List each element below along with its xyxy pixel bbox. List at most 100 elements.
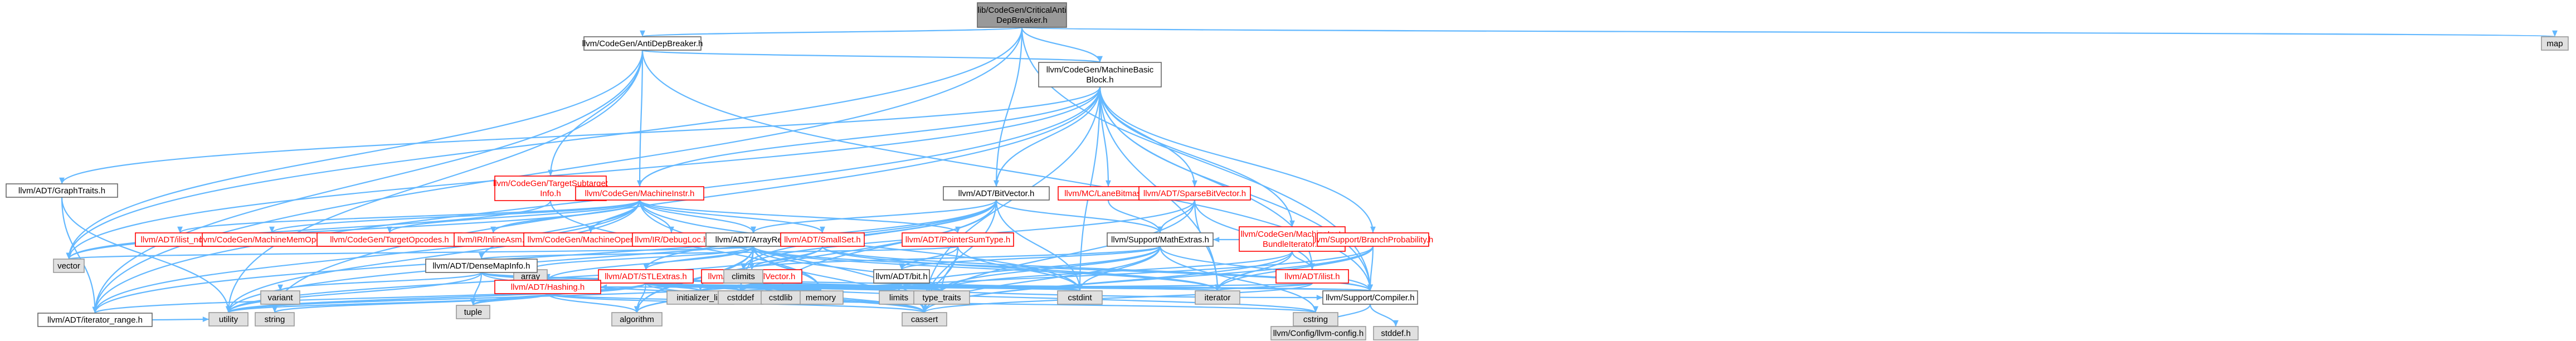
edge-compiler-to-stddef <box>1369 304 1397 327</box>
node-box <box>425 259 538 273</box>
edge-arrayref-to-stlextras <box>645 246 754 270</box>
node-label: llvm/ADT/ArrayRef.h <box>715 235 792 245</box>
node-label: Info.h <box>540 189 561 198</box>
node-box <box>798 290 844 305</box>
edge-antidep-to-mbb <box>641 49 1101 64</box>
edge-mi-to-tgtopcodes <box>388 199 641 233</box>
node-branchprob[interactable]: llvm/Support/BranchProbability.h <box>1313 232 1434 247</box>
node-box <box>583 36 702 51</box>
node-variant: variant <box>260 290 300 305</box>
node-label: llvm/CodeGen/MachineMemOperand.h <box>199 235 344 245</box>
node-box <box>913 290 970 305</box>
node-config: llvm/Config/llvm-config.h <box>1270 326 1366 340</box>
node-algorithm: algorithm <box>611 312 663 327</box>
node-label: llvm/Support/MathExtras.h <box>1111 235 1209 245</box>
node-label: cstring <box>1303 315 1328 324</box>
node-box <box>494 280 601 294</box>
node-label: llvm/ADT/DenseMapInfo.h <box>432 261 530 271</box>
node-label: llvm/CodeGen/MachineBasic <box>1046 65 1154 75</box>
node-mi[interactable]: llvm/CodeGen/MachineInstr.h <box>575 186 704 201</box>
node-antidep[interactable]: llvm/CodeGen/AntiDepBreaker.h <box>582 36 703 51</box>
node-label: stddef.h <box>1381 329 1410 338</box>
node-label: tuple <box>464 308 483 317</box>
edge-arrowhead <box>277 284 283 291</box>
edge-mi-to-arrayref <box>639 199 754 233</box>
edge-arrowhead <box>751 226 756 233</box>
node-hashing[interactable]: llvm/ADT/Hashing.h <box>494 280 601 294</box>
node-label: cstdlib <box>769 293 793 303</box>
node-label: initializer_list <box>676 293 724 303</box>
node-smallset[interactable]: llvm/ADT/SmallSet.h <box>780 232 865 247</box>
node-stlextras[interactable]: llvm/ADT/STLExtras.h <box>598 269 694 284</box>
edge-antidep-to-iterrange <box>94 50 644 314</box>
node-label: map <box>2546 39 2563 48</box>
node-inlineasm[interactable]: llvm/IR/InlineAsm.h <box>454 232 533 247</box>
edge-pst-to-bit <box>900 246 959 270</box>
edge-pst-to-densemapinfo <box>480 245 959 260</box>
edge-branchprob-to-compiler <box>1369 246 1374 291</box>
node-label: llvm/CodeGen/MachineOperand.h <box>528 235 654 245</box>
node-label: climits <box>732 272 755 281</box>
edge-arrowhead <box>1097 56 1103 62</box>
node-mathextras[interactable]: llvm/Support/MathExtras.h <box>1107 232 1214 247</box>
node-label: llvm/ADT/ilist.h <box>1284 272 1340 281</box>
edge-arrowhead <box>226 306 231 313</box>
edge-mbb-to-branchprob <box>1099 86 1374 233</box>
node-sparsebv[interactable]: llvm/ADT/SparseBitVector.h <box>1138 186 1251 201</box>
node-graphtraits[interactable]: llvm/ADT/GraphTraits.h <box>6 183 118 198</box>
edge-mbb-to-mi <box>639 86 1101 187</box>
node-bitvector[interactable]: llvm/ADT/BitVector.h <box>943 186 1050 201</box>
edge-antidep-to-utility <box>227 50 644 313</box>
node-label: array <box>521 272 540 281</box>
node-label: llvm/IR/DebugLoc.h <box>635 235 708 245</box>
edge-arrayref-to-initlist <box>699 246 754 291</box>
edge-arrowhead <box>1393 320 1399 327</box>
node-stddef: stddef.h <box>1373 326 1419 340</box>
edge-arrowhead <box>1215 284 1220 291</box>
edge-root-to-mbb <box>1021 27 1101 63</box>
node-ilist[interactable]: llvm/ADT/ilist.h <box>1275 269 1349 284</box>
node-densemapinfo[interactable]: llvm/ADT/DenseMapInfo.h <box>425 259 538 273</box>
edge-root-to-map <box>1021 26 2556 38</box>
edge-arrowhead <box>1106 180 1111 187</box>
node-box <box>1270 326 1366 340</box>
node-limits: limits <box>879 290 919 305</box>
node-label: llvm/CodeGen/TargetSubtarget <box>493 179 608 188</box>
node-memory: memory <box>798 290 844 305</box>
edge-arrowhead <box>269 226 275 233</box>
node-compiler[interactable]: llvm/Support/Compiler.h <box>1322 290 1418 305</box>
edge-pst-to-cstdint <box>957 246 1081 291</box>
edge-mi-to-vector <box>68 199 641 260</box>
node-box <box>1057 290 1103 305</box>
node-box <box>1107 232 1214 247</box>
node-label: utility <box>219 315 238 324</box>
node-box <box>1373 326 1419 340</box>
node-label: iterator <box>1205 293 1231 303</box>
edge-arrowhead <box>92 306 98 313</box>
node-box <box>943 186 1050 201</box>
edge-mathextras-to-climits <box>742 245 1161 271</box>
node-box <box>208 312 249 327</box>
node-label: llvm/ADT/SparseBitVector.h <box>1143 189 1246 198</box>
node-label: llvm/MC/LaneBitmask.h <box>1064 189 1152 198</box>
edge-ilist-to-cstddef <box>739 282 1313 292</box>
node-box <box>761 290 801 305</box>
node-iterrange[interactable]: llvm/ADT/iterator_range.h <box>37 313 153 327</box>
edge-iterrange-to-utility <box>152 318 210 321</box>
edge-arrowhead <box>741 263 746 270</box>
node-debugloc[interactable]: llvm/IR/DebugLoc.h <box>632 232 711 247</box>
node-bit[interactable]: llvm/ADT/bit.h <box>873 269 930 284</box>
node-box <box>718 290 763 305</box>
edge-ilist-to-iterator <box>1216 282 1313 292</box>
node-box <box>255 312 295 327</box>
node-label: llvm/ADT/iterator_range.h <box>47 315 143 325</box>
edge-arrowhead <box>548 169 553 176</box>
node-tgtopcodes[interactable]: llvm/CodeGen/TargetOpcodes.h <box>316 232 462 247</box>
edge-stlextras-to-iterrange <box>94 282 647 314</box>
node-pst[interactable]: llvm/ADT/PointerSumType.h <box>902 232 1014 247</box>
edge-graphtraits-to-utility <box>61 197 230 313</box>
node-box <box>1138 186 1251 201</box>
